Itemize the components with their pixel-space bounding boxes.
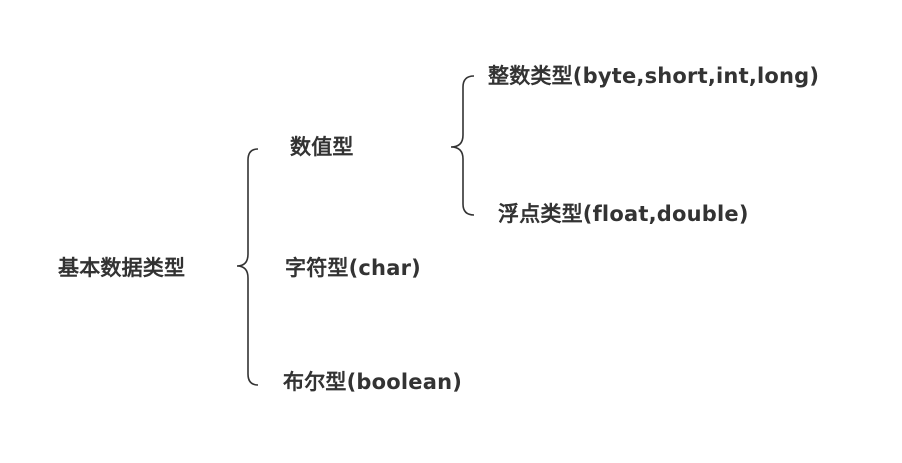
char-type-label: 字符型(char) [285,256,421,280]
boolean-type-label: 布尔型(boolean) [283,370,463,394]
integer-type-label: 整数类型(byte,short,int,long) [488,64,820,88]
float-type-label: 浮点类型(float,double) [498,202,749,226]
numeric-type-label: 数值型 [290,135,354,159]
root-brace [236,148,259,386]
numeric-brace [450,75,475,216]
root-label: 基本数据类型 [58,256,186,280]
